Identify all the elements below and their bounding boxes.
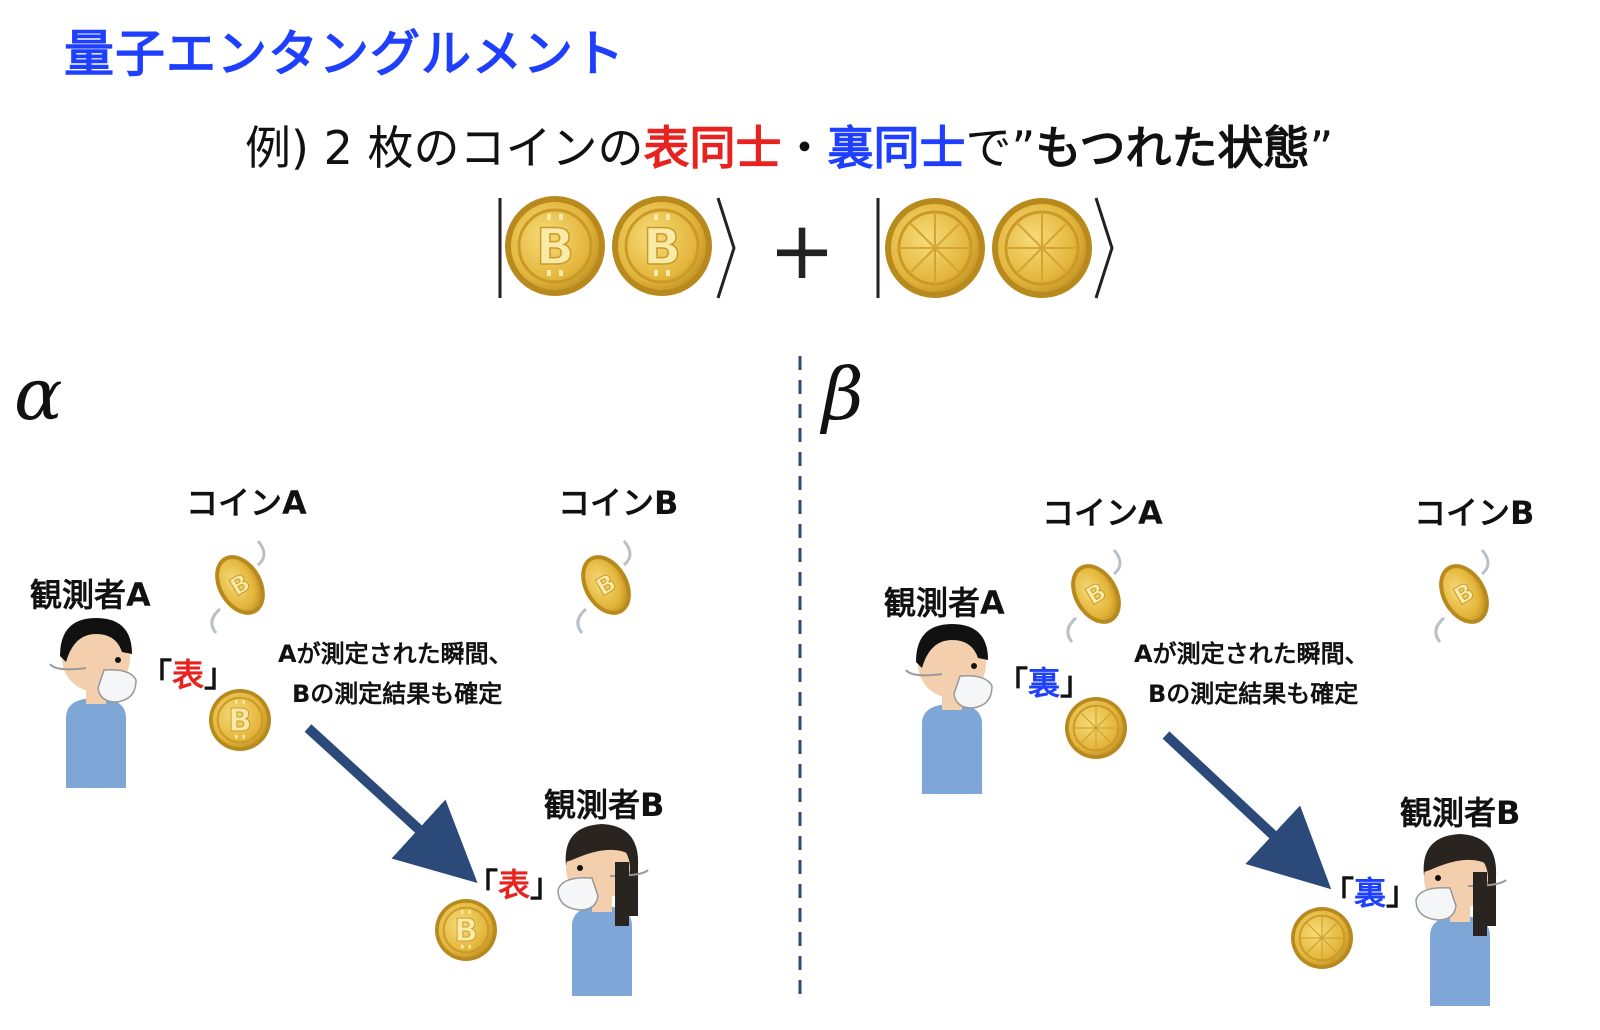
- result-coin-a: [1064, 696, 1128, 760]
- alpha-symbol: α: [14, 352, 63, 436]
- example-prefix: 例) 2 枚のコインの: [245, 121, 644, 175]
- separator: ・: [781, 121, 828, 175]
- observer-a-figure: [905, 623, 993, 795]
- observer-a-figure: [49, 617, 137, 789]
- heads-pair-label: 表同士: [643, 121, 782, 175]
- arrow-icon: [304, 724, 478, 883]
- ket-angle-right-1: [716, 197, 736, 299]
- spinning-coin-a: [203, 539, 277, 635]
- observer-a-result: 「表」: [140, 656, 237, 694]
- beta-graphics: [905, 548, 1506, 1006]
- result-coin-b: [433, 897, 499, 963]
- example-sentence: 例) 2 枚のコインの表同士・裏同士で”もつれた状態”: [245, 112, 1333, 178]
- observer-b-figure: [558, 824, 648, 996]
- observer-b-result: 「表」: [466, 866, 563, 904]
- observer-b-label: 観測者B: [544, 786, 665, 824]
- observer-a-label: 観測者A: [30, 576, 151, 614]
- measurement-note: Aが測定された瞬間、 Bの測定結果も確定: [1134, 640, 1369, 708]
- spinning-coin-b: [1427, 548, 1501, 644]
- example-suffix: ”: [1309, 121, 1334, 175]
- page-title: 量子エンタングルメント: [64, 25, 625, 83]
- entangled-state-label: もつれた状態: [1035, 121, 1310, 175]
- spinning-coin-a: [1059, 548, 1133, 644]
- alpha-graphics: [49, 539, 648, 996]
- coin-a-label: コインA: [1042, 494, 1163, 532]
- observer-a-result: 「裏」: [996, 664, 1093, 702]
- coin-b-label: コインB: [1414, 494, 1535, 532]
- equation: [498, 194, 1114, 300]
- beta-symbol: β: [822, 352, 864, 436]
- observer-b-result: 「裏」: [1322, 874, 1419, 912]
- tails-coin: [883, 196, 987, 300]
- result-coin-b: [1290, 906, 1354, 970]
- result-coin-a: [207, 687, 273, 753]
- tails-coin: [990, 196, 1094, 300]
- arrow-icon: [1162, 731, 1332, 890]
- coin-b-label: コインB: [558, 484, 679, 522]
- bitcoin-heads-coin: [610, 194, 714, 298]
- observer-a-label: 観測者A: [884, 584, 1005, 622]
- example-middle: で”: [965, 121, 1036, 175]
- plus-sign: +: [768, 204, 835, 297]
- tails-pair-label: 裏同士: [827, 121, 966, 175]
- ket-angle-right-2: [1094, 197, 1114, 299]
- observer-b-figure: [1416, 834, 1506, 1006]
- coin-a-label: コインA: [186, 484, 307, 522]
- bitcoin-heads-coin: [503, 194, 607, 298]
- observer-b-label: 観測者B: [1400, 794, 1521, 832]
- spinning-coin-b: [569, 539, 643, 635]
- measurement-note: Aが測定された瞬間、 Bの測定結果も確定: [278, 640, 513, 708]
